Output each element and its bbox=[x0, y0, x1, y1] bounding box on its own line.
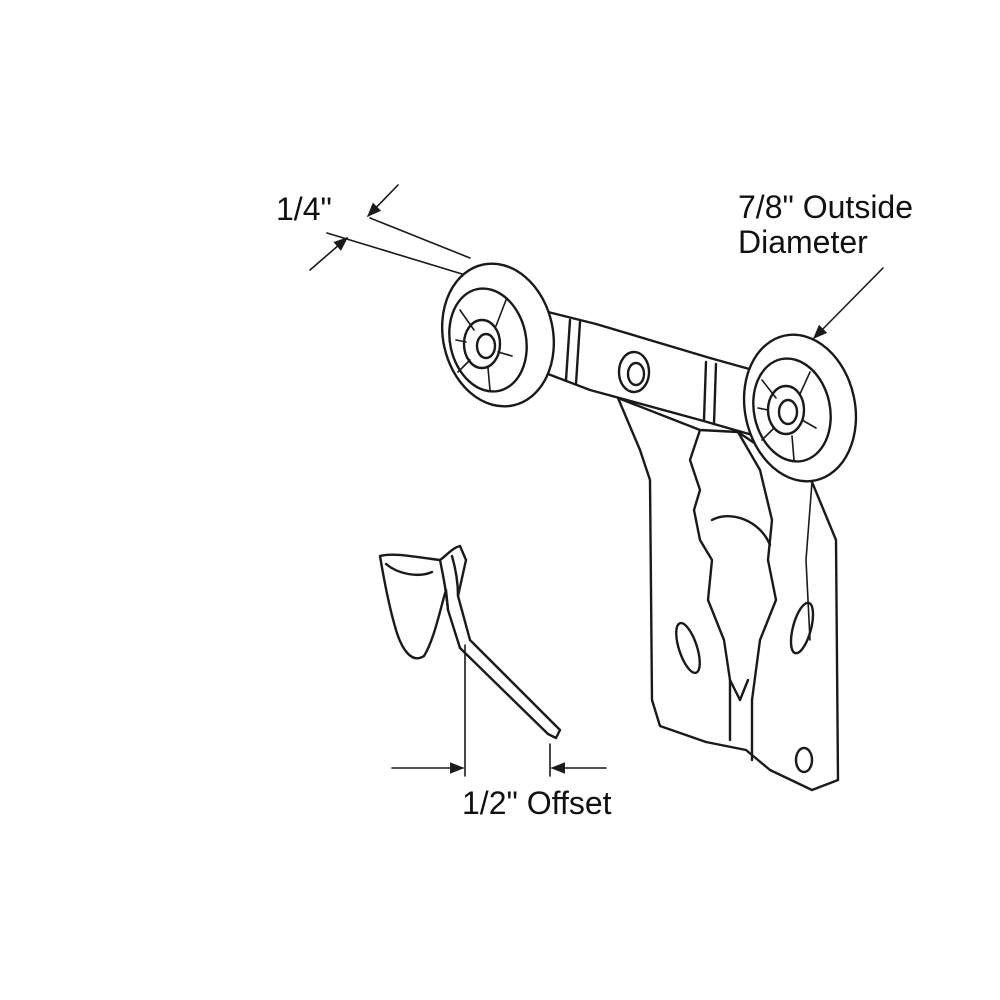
outside-diameter-line2: Diameter bbox=[738, 223, 868, 260]
right-roller-wheel bbox=[742, 333, 858, 483]
bracket-plate bbox=[616, 396, 840, 792]
offset-dimension bbox=[391, 644, 607, 777]
quarter-inch-label: 1/4" bbox=[276, 191, 332, 227]
offset-label: 1/2" Offset bbox=[462, 785, 612, 821]
outside-diameter-leader bbox=[812, 267, 884, 340]
quarter-inch-dimension bbox=[309, 184, 473, 278]
left-roller-wheel bbox=[440, 262, 556, 408]
outside-diameter-line1: 7/8" Outside bbox=[738, 189, 914, 225]
outside-diameter-label: 7/8" Outside Diameter bbox=[738, 190, 913, 259]
offset-clip bbox=[378, 544, 562, 740]
